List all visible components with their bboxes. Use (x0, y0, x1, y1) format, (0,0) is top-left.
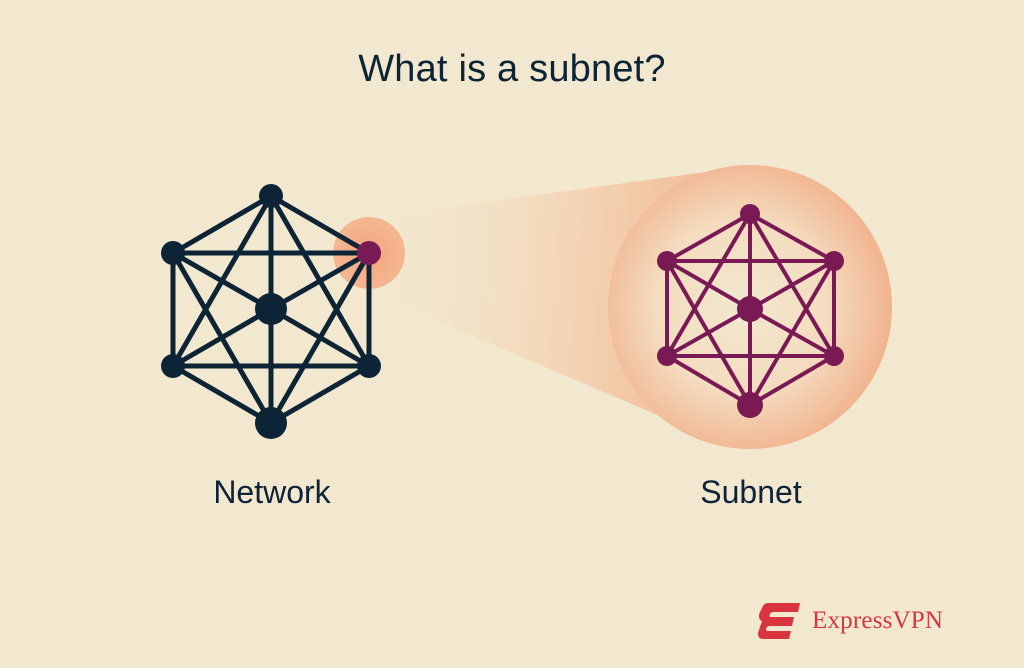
graph-edge (665, 212, 752, 358)
expressvpn-logo-icon (758, 603, 800, 639)
graph-node (161, 241, 185, 265)
graph-edge (748, 354, 836, 407)
graph-node (824, 251, 844, 271)
graph-edge (268, 363, 372, 426)
graph-edge (748, 259, 836, 407)
graph-edge (665, 354, 752, 407)
graph-edge (665, 212, 752, 263)
graph-edge (170, 363, 274, 426)
graph-edge (170, 250, 274, 426)
graph-node (259, 184, 283, 208)
graph-node (740, 204, 760, 224)
graph-edge (748, 212, 836, 263)
graph-edge (665, 259, 752, 407)
highlighted-graph-node (357, 241, 381, 265)
network-label: Network (213, 474, 331, 510)
subnet-label: Subnet (700, 474, 802, 510)
graph-node (824, 346, 844, 366)
graph-edge (268, 193, 372, 256)
graph-node (357, 354, 381, 378)
graph-node (657, 346, 677, 366)
graph-edge (170, 193, 274, 369)
graph-edge (268, 250, 372, 426)
brand-name: ExpressVPN (812, 607, 944, 634)
graph-node (255, 407, 287, 439)
graph-node (255, 293, 287, 325)
graph-edge (170, 193, 274, 256)
graph-node (737, 296, 763, 322)
graph-node (161, 354, 185, 378)
graph-node (737, 392, 763, 418)
subnet-graph-icon (657, 204, 844, 418)
graph-edge (268, 193, 372, 369)
brand-logo: ExpressVPN (758, 601, 943, 641)
diagram-title: What is a subnet? (358, 48, 666, 90)
graph-node (657, 251, 677, 271)
graph-edge (748, 212, 836, 358)
network-graph-icon (161, 184, 381, 439)
